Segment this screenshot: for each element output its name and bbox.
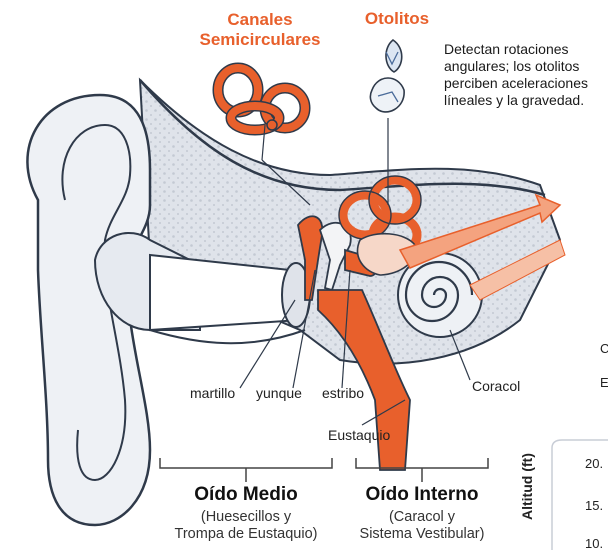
estribo-label: estribo — [322, 386, 364, 400]
edge-fragment-c: C — [600, 342, 608, 355]
yunque-label: yunque — [256, 386, 302, 400]
chart-ylabel: Altitud (ft) — [520, 453, 534, 520]
middle-ear-subtitle: (Huesecillos y Trompa de Eustaquio) — [150, 509, 342, 543]
otolith-illustration — [370, 40, 404, 112]
chart-tick-1: 20. — [585, 457, 603, 470]
coracol-label: Coracol — [472, 379, 520, 393]
middle-ear-title: Oído Medio — [176, 485, 316, 504]
inner-ear-subtitle: (Caracol y Sistema Vestibular) — [340, 509, 504, 543]
martillo-label: martillo — [190, 386, 235, 400]
otolitos-label: Otolitos — [352, 10, 442, 27]
description-text: Detectan rotaciones angulares; los otoli… — [444, 41, 588, 109]
inner-ear-title: Oído Interno — [352, 485, 492, 504]
semicircular-canals-illustration — [218, 68, 305, 130]
chart-tick-2: 15. — [585, 499, 603, 512]
eustaquio-label: Eustaquio — [328, 428, 390, 442]
edge-fragment-e: E — [600, 376, 608, 389]
chart-tick-3: 10. — [585, 537, 603, 550]
semicircular-canals-label: Canales Semicirculares — [190, 10, 330, 50]
ear-canal-floor — [150, 330, 305, 343]
